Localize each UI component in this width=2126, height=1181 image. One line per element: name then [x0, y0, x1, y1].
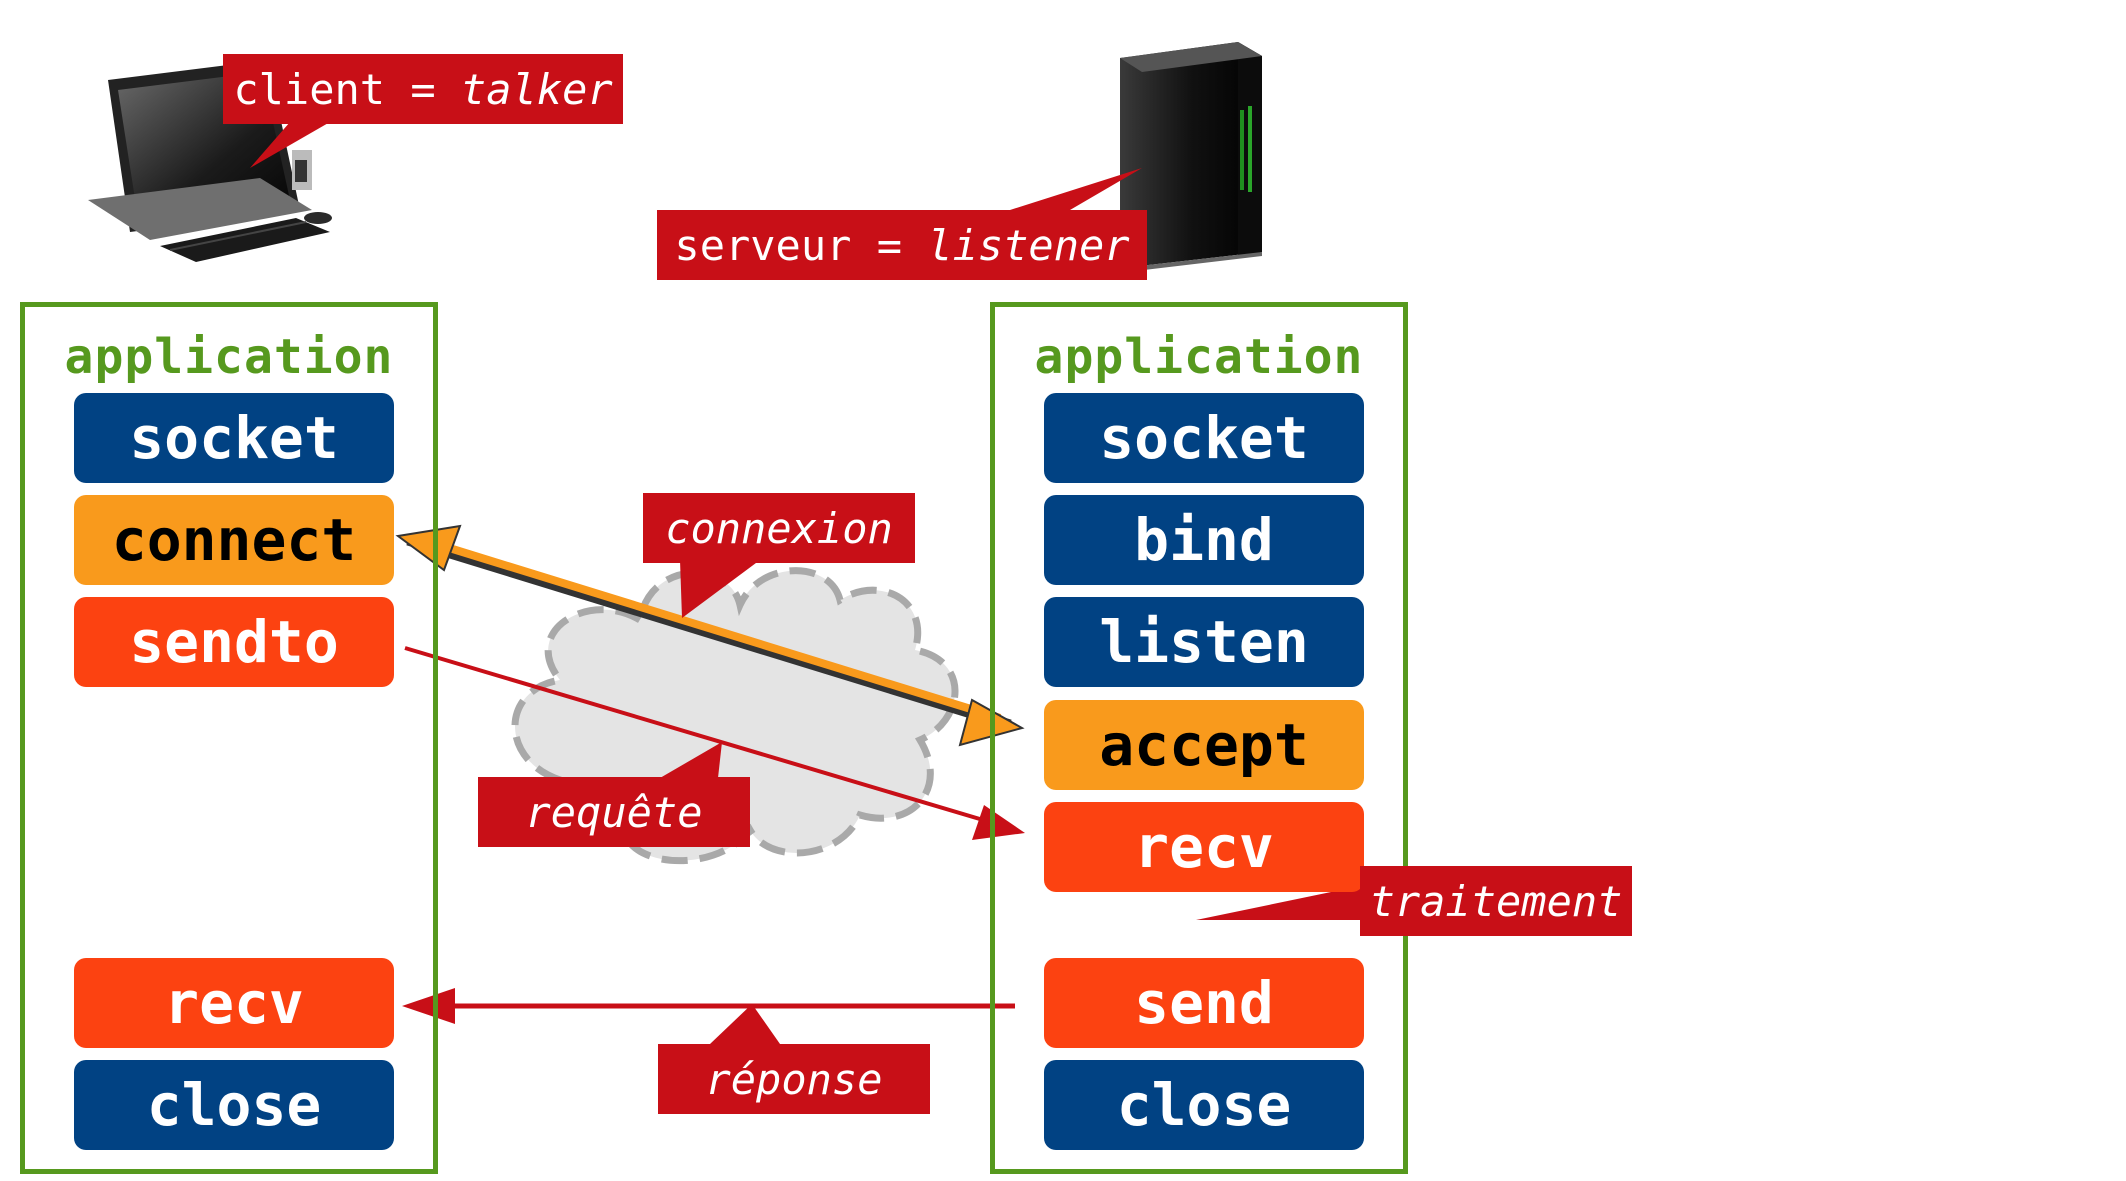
server-bind-step: bind	[1044, 495, 1364, 585]
client-close-step: close	[74, 1060, 394, 1150]
requete-callout-text: requête	[525, 787, 703, 837]
server-application-panel: application	[990, 302, 1408, 1174]
client-socket-step: socket	[74, 393, 394, 483]
requete-callout-tail	[660, 742, 722, 778]
client-sendto-step: sendto	[74, 597, 394, 687]
server-callout-tail	[1010, 168, 1142, 210]
connexion-callout-text: connexion	[665, 503, 893, 553]
server-label: serveur = listener	[657, 210, 1147, 280]
client-label-prefix: client =	[233, 64, 461, 114]
server-tower-icon	[1120, 42, 1262, 270]
client-label-role: talker	[460, 64, 613, 114]
reponse-arrow	[402, 988, 1015, 1024]
connexion-callout: connexion	[643, 493, 915, 563]
server-label-prefix: serveur =	[674, 220, 928, 270]
client-application-panel: application	[20, 302, 438, 1174]
server-close-step: close	[1044, 1060, 1364, 1150]
server-label-role: listener	[927, 220, 1130, 270]
server-recv-step: recv	[1044, 802, 1364, 892]
client-label: client = talker	[223, 54, 623, 124]
client-callout-tail	[250, 122, 330, 168]
client-recv-step: recv	[74, 958, 394, 1048]
server-socket-step: socket	[1044, 393, 1364, 483]
server-panel-title: application	[1034, 329, 1364, 385]
server-accept-step: accept	[1044, 700, 1364, 790]
requete-arrow	[404, 646, 1025, 840]
reponse-callout: réponse	[658, 1044, 930, 1114]
reponse-callout-tail	[710, 1004, 780, 1044]
client-connect-step: connect	[74, 495, 394, 585]
client-panel-title: application	[64, 329, 394, 385]
traitement-callout-text: traitement	[1369, 876, 1623, 926]
server-listen-step: listen	[1044, 597, 1364, 687]
requete-callout: requête	[478, 777, 750, 847]
traitement-callout-tail	[1196, 886, 1360, 920]
reponse-callout-text: réponse	[705, 1054, 883, 1104]
connexion-callout-tail	[680, 560, 760, 618]
traitement-callout: traitement	[1360, 866, 1632, 936]
server-send-step: send	[1044, 958, 1364, 1048]
